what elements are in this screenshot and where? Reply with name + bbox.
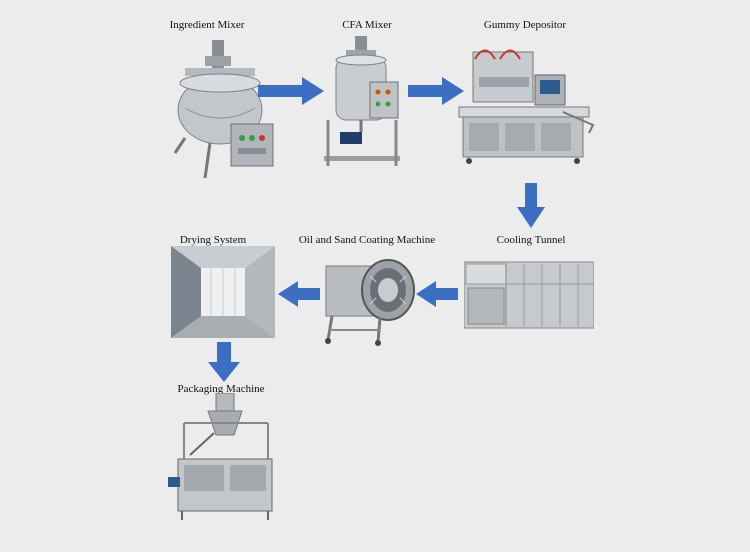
cooling-tunnel-image [464,256,594,336]
label-coating-machine: Oil and Sand Coating Machine [298,234,436,246]
coating-machine-image [320,246,420,346]
arrow-right-icon [408,77,464,105]
packaging-machine-image [168,393,276,521]
label-packaging-machine: Packaging Machine [177,383,265,395]
arrow-left-icon [278,281,320,307]
drying-system-image [171,246,275,338]
cfa-mixer-image [318,36,406,171]
label-cfa-mixer: CFA Mixer [342,19,392,31]
ingredient-mixer-image [165,38,280,183]
label-ingredient-mixer: Ingredient Mixer [169,19,245,31]
label-drying-system: Drying System [179,234,247,246]
label-gummy-depositor: Gummy Depositor [483,19,567,31]
arrow-right-icon [258,77,324,105]
arrow-left-icon [416,281,458,307]
arrow-down-icon [208,342,240,382]
label-cooling-tunnel: Cooling Tunnel [496,234,566,246]
arrow-down-icon [517,183,545,228]
gummy-depositor-image [455,37,595,177]
